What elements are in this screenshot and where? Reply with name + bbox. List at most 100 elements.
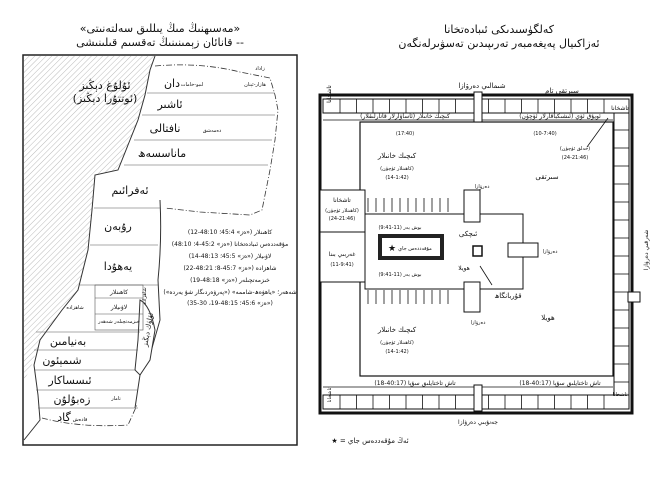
temple-title-line1: كەلگۈسىدىكى ئىبادەتخانا	[444, 23, 555, 36]
kitchen-priests: تاشخانا	[333, 197, 351, 204]
citation-list: كاھىنلار («ەز» 45:4؛ 48:10-12) مۇقەددەس …	[163, 229, 296, 307]
kitchen-ne: تاشخانا	[611, 105, 629, 112]
alcove-rooms-ref: (10-7:40)	[533, 131, 556, 137]
altar	[472, 245, 483, 257]
inner-east-gate	[507, 242, 539, 258]
east-gate-label: شەرقىي دەرۋازا	[643, 230, 650, 271]
priest-rooms-south-ref: (14-1:42)	[385, 349, 408, 355]
kitchen-priests-ref: (24-21:46)	[329, 216, 356, 222]
map-title-line1: «مەسىھنىڭ مىڭ يىللىق سەلتەنىتى»	[80, 22, 240, 36]
kitchen-se: تاشخانا	[613, 392, 628, 398]
portion-prince-east: شاھزادە	[142, 287, 148, 304]
tribal-allotment-map: «مەسىھنىڭ مىڭ يىللىق سەلتەنىتى» -- قانائ…	[22, 22, 298, 446]
small-rooms-north: كىچىك خانىلار (ئاساۋارلار قانارلىقلار)	[360, 113, 450, 120]
small-rooms-north-ref: (17:40)	[396, 131, 414, 137]
place-kadesh: قادەش	[73, 417, 88, 423]
sea-label-alt: (ئوتتۇرا دېڭىز)	[73, 92, 138, 105]
portion-prince-west: شاھزادە	[66, 305, 83, 311]
altar-label: قۇربانگاھ	[494, 291, 521, 300]
alcove-rooms: ئويۇق ئۆي (ئىشىكباقارلار ئۆچۈن)	[519, 113, 601, 120]
pavement-east: تاش تاختايلىق سۇپا (40:17-18)	[519, 380, 601, 387]
gate-inner-north: دەرۋازا	[475, 184, 490, 190]
citation: («ەز» 45:6؛ 48:15-19، 30-35)	[187, 300, 273, 307]
west-building	[319, 231, 366, 283]
tribe-asher: ئاشىر	[156, 98, 182, 111]
citation: شاھزادە («ەز» 45:7-8؛ 48:21-22)	[183, 265, 276, 272]
south-gate	[473, 384, 483, 412]
portion-city: خىزمەتچىلەر شەھەر	[97, 319, 140, 325]
portion-priests: كاھىنلار	[109, 289, 128, 296]
temple-title-line2: ئەزاكىيال پەيغەمبەر تەرىپىدىن تەسۋىرلەنگ…	[398, 37, 599, 50]
court-label-outer: ھويلا	[541, 314, 555, 322]
pavement-west: تاش تاختايلىق سۇپا (40:17-18)	[374, 380, 456, 387]
kitchen-people-ref: (24-21:46)	[562, 155, 589, 161]
citation: خىزمەتچىلەر («ەز» 48:18-19)	[190, 277, 270, 284]
citation: مۇقەددەس ئىبادەتخانا («ەز» 45:2-4؛ 48:10…	[172, 241, 288, 248]
kitchen-sw: تاشخانا	[327, 387, 333, 402]
tribe-gad: گاد	[57, 411, 71, 424]
kitchen-priests-note: (كاھىنلار ئۈچۈن)	[325, 208, 359, 214]
temple-plan: كەلگۈسىدىكى ئىبادەتخانا ئەزاكىيال پەيغەم…	[318, 23, 650, 445]
holy-place-label: مۇقەددەس جاي	[398, 246, 432, 252]
jordan-line	[134, 199, 162, 409]
court-label-inner: ھويلا	[458, 265, 470, 272]
tribe-naphtali: نافتالى	[150, 122, 181, 135]
tribe-dan: دان	[164, 77, 180, 90]
priest-rooms-south-sub: (كاھىنلار ئۈچۈن)	[380, 340, 414, 346]
inner-south-gate	[463, 281, 481, 313]
outer-wall-label: سىرتقى تام	[545, 87, 579, 95]
north-gate-label: شىمالىي دەرۋازا	[458, 82, 505, 90]
priest-rooms-north-sub: (كاھىنلار ئۈچۈن)	[380, 166, 414, 172]
kitchen-nw: تاشخانا	[326, 85, 333, 103]
kitchen-people-note: (خەلق ئۈچۈن)	[560, 146, 590, 152]
place-zadad: زاداد	[255, 66, 265, 72]
place-hazar-enan: ھازار-ئېنان	[244, 82, 266, 88]
border-line	[154, 64, 279, 216]
portion-levites: لاۋىيلار	[110, 304, 127, 311]
east-rooms-strip	[613, 112, 630, 396]
sea-label: ئۇلۇغ دېڭىز	[78, 79, 130, 92]
tribe-ephraim: ئەفرائىم	[111, 184, 148, 197]
tribe-judah: يەھۇدا	[104, 260, 132, 273]
priest-rooms-south: كىچىك خانىلار	[377, 326, 417, 334]
south-gate-label: جەنۇبىي دەرۋازا	[458, 419, 498, 426]
place-tamar: تامار	[110, 396, 121, 402]
tribe-manasseh: ماناسسەھ	[138, 147, 186, 160]
citation: شەھەر؛ «ياھۋەھ-شاممە» («پەرۋەردىگار شۇ ي…	[163, 288, 296, 296]
tribe-benjamin: بەنيامىن	[50, 335, 86, 348]
inner-north-gate	[463, 189, 481, 223]
dead-sea-shape	[134, 299, 156, 376]
citation: لاۋىيلار («ەز» 45:5؛ 48:13-14)	[189, 253, 272, 260]
coastline	[23, 55, 156, 441]
north-gate	[473, 91, 483, 123]
tribe-zebulun: زەبۇلۇن	[54, 393, 91, 406]
most-holy-star-icon: ★	[388, 244, 396, 254]
room-partitions	[339, 99, 629, 409]
legend-most-holy: ئەڭ مۇقەددەس جاي = ★	[331, 437, 408, 445]
gate-inner-south: دەرۋازا	[471, 320, 486, 326]
place-damascus: دەمەشق	[203, 128, 222, 134]
tribe-simeon: شىمېئون	[42, 354, 81, 367]
tribe-issachar: ئىسساكار	[47, 374, 91, 387]
west-building-ref: (11-9:41)	[330, 262, 353, 268]
tribe-boundaries	[34, 92, 275, 409]
west-building-label: غەربىي بىنا	[329, 251, 356, 258]
outer-court-label: سىرتقى	[535, 173, 558, 181]
arrow-to-kitchen	[586, 117, 609, 148]
empty-space-top: بوش يەر (11-9:41)	[378, 225, 421, 231]
temple-interior	[382, 238, 440, 256]
empty-space-bottom: بوش يەر (11-9:41)	[378, 272, 421, 278]
gate-inner-east: دەرۋازا	[543, 249, 558, 255]
map-title-line2: -- قانائان زېمىنىنىڭ تەقسىم قىلىنىشى	[76, 36, 244, 49]
south-border	[41, 404, 138, 427]
tribe-reuben: رۇبەن	[104, 220, 132, 233]
place-lebo-hamath: لىبو-خامات	[181, 82, 204, 88]
priest-rooms-north: كىچىك خانىلار	[377, 152, 417, 160]
east-gate	[627, 291, 641, 303]
arrow-to-altar	[479, 265, 493, 286]
sea-area	[24, 56, 155, 380]
priest-rooms-north-ref: (14-1:42)	[385, 175, 408, 181]
inner-court-label: ئىچكى	[459, 230, 477, 238]
priest-kitchen-box	[319, 189, 366, 233]
